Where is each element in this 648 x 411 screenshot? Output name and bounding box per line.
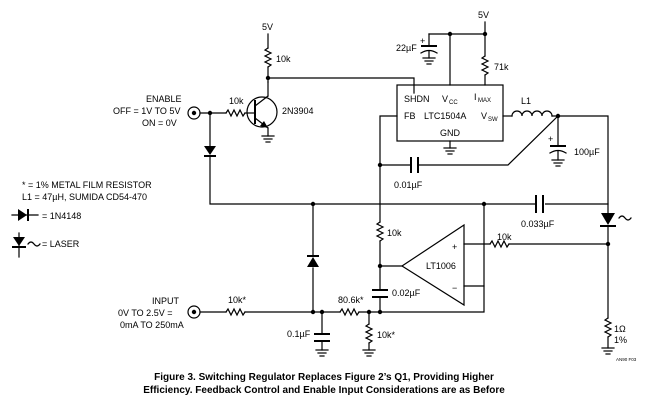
enable-terminal: ENABLE OFF = 1V TO 5V ON = 0V bbox=[113, 94, 201, 128]
capacitor-100u-label: 100µF bbox=[574, 147, 600, 157]
capacitor-22u: + 22µF bbox=[396, 33, 438, 65]
resistor-sense: 1Ω 1% bbox=[603, 317, 627, 345]
capacitor-0-033u-label: 0.033µF bbox=[521, 219, 555, 229]
legend: * = 1% METAL FILM RESISTOR L1 = 47µH, SU… bbox=[11, 180, 152, 258]
pin-vsw: V bbox=[481, 111, 487, 121]
input-terminal: INPUT 0V TO 2.5V = 0mA TO 250mA bbox=[118, 296, 201, 330]
capacitor-0-1u-label: 0.1µF bbox=[287, 329, 311, 339]
caption-line-2: Efficiency. Feedback Control and Enable … bbox=[143, 385, 505, 396]
caption-line-1: Figure 3. Switching Regulator Replaces F… bbox=[154, 372, 494, 383]
enable-title: ENABLE bbox=[146, 94, 182, 104]
figure-caption: Figure 3. Switching Regulator Replaces F… bbox=[0, 371, 648, 397]
ground-input bbox=[362, 349, 376, 357]
transistor-q1: 2N3904 bbox=[246, 81, 314, 129]
capacitor-0-033u: 0.033µF bbox=[521, 194, 555, 229]
pin-imax: I bbox=[474, 92, 477, 102]
legend-diode-note: = 1N4148 bbox=[42, 211, 81, 221]
resistor-fb-label: 10k bbox=[387, 228, 402, 238]
resistor-imax-label: 71k bbox=[494, 62, 509, 72]
resistor-gnd-10k: 10k* bbox=[364, 323, 396, 344]
resistor-enable-label: 10k bbox=[229, 96, 244, 106]
pin-shdn: SHDN bbox=[404, 94, 430, 104]
resistor-sense-value: 1Ω bbox=[614, 324, 626, 334]
ground-sense bbox=[601, 347, 615, 355]
resistor-input: 10k* bbox=[225, 295, 247, 317]
resistor-80k6: 80.6k* bbox=[338, 295, 364, 317]
legend-inductor-note: L1 = 47µH, SUMIDA CD54-470 bbox=[22, 192, 147, 202]
regulator-name: LTC1504A bbox=[424, 111, 466, 121]
ground-q1 bbox=[261, 135, 275, 143]
legend-diode-symbol bbox=[11, 209, 39, 221]
capacitor-0-02u: 0.02µF bbox=[372, 288, 421, 298]
legend-laser-symbol bbox=[12, 232, 41, 258]
resistor-enable: 10k bbox=[225, 96, 246, 118]
opamp-name: LT1006 bbox=[426, 261, 456, 271]
input-current: 0mA TO 250mA bbox=[120, 320, 184, 330]
resistor-sense-tol: 1% bbox=[614, 335, 627, 345]
pin-vsw-sub: SW bbox=[488, 117, 498, 123]
input-range: 0V TO 2.5V = bbox=[118, 308, 172, 318]
capacitor-0-01u: 0.01µF bbox=[379, 157, 423, 190]
laser-diode bbox=[600, 213, 632, 227]
capacitor-22u-label: 22µF bbox=[396, 43, 417, 53]
resistor-amp-in-label: 10k bbox=[497, 232, 512, 242]
inductor-l1-label: L1 bbox=[521, 96, 531, 106]
supply-5v-left: 5V bbox=[262, 22, 273, 49]
enable-on-label: ON = 0V bbox=[142, 118, 177, 128]
resistor-gnd-10k-label: 10k* bbox=[377, 330, 396, 340]
ground-regulator bbox=[443, 147, 457, 155]
pin-gnd: GND bbox=[440, 128, 461, 138]
pin-fb: FB bbox=[404, 111, 416, 121]
resistor-input-label: 10k* bbox=[228, 295, 247, 305]
capacitor-100u-plus: + bbox=[548, 134, 553, 144]
supply-5v-right-label: 5V bbox=[478, 10, 489, 20]
enable-off-label: OFF = 1V TO 5V bbox=[113, 106, 180, 116]
pin-imax-sub: MAX bbox=[478, 98, 491, 104]
diode-enable bbox=[204, 146, 216, 157]
figure-id: AN90 F03 bbox=[616, 357, 637, 362]
diode-input bbox=[307, 255, 319, 267]
capacitor-22u-plus: + bbox=[420, 36, 425, 46]
legend-laser-note: = LASER bbox=[42, 239, 80, 249]
inductor-l1: L1 bbox=[511, 96, 553, 117]
supply-5v-right: 5V bbox=[478, 10, 489, 35]
legend-resistor-note: * = 1% METAL FILM RESISTOR bbox=[22, 180, 152, 190]
capacitor-100u: + 100µF bbox=[548, 115, 600, 167]
capacitor-0-02u-label: 0.02µF bbox=[392, 288, 421, 298]
resistor-q1-pullup: 10k bbox=[263, 47, 291, 68]
resistor-80k6-label: 80.6k* bbox=[338, 295, 364, 305]
supply-5v-left-label: 5V bbox=[262, 22, 273, 32]
opamp-plus: + bbox=[452, 242, 457, 252]
capacitor-0-1u: 0.1µF bbox=[287, 329, 330, 357]
input-title: INPUT bbox=[152, 296, 180, 306]
transistor-q1-label: 2N3904 bbox=[282, 106, 314, 116]
resistor-q1-pullup-label: 10k bbox=[276, 54, 291, 64]
capacitor-0-01u-label: 0.01µF bbox=[394, 180, 423, 190]
resistor-amp-in: 10k bbox=[489, 232, 512, 249]
regulator-ltc1504a: SHDN V CC I MAX FB LTC1504A V SW GND bbox=[396, 84, 504, 142]
resistor-fb: 10k bbox=[375, 221, 402, 242]
pin-vcc-sub: CC bbox=[449, 100, 458, 106]
resistor-imax: 71k bbox=[480, 55, 509, 76]
pin-vcc: V bbox=[442, 94, 448, 104]
opamp-minus: − bbox=[452, 283, 457, 293]
opamp-lt1006: LT1006 + − bbox=[400, 223, 465, 307]
